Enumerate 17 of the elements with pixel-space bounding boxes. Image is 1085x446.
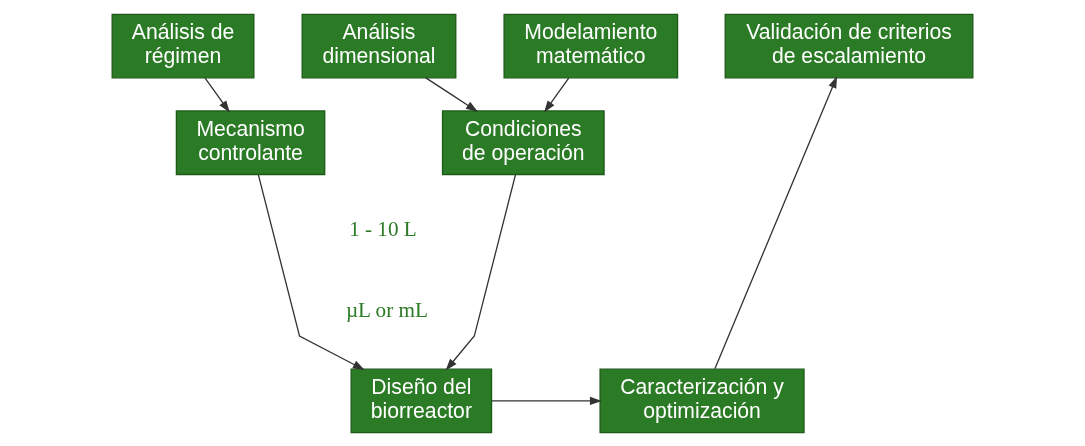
node-box: Diseño del biorreactor: [350, 368, 493, 433]
node-box: Modelamiento matemático: [503, 13, 679, 78]
arrow: [257, 173, 365, 370]
arrow: [491, 396, 602, 405]
arrow: [544, 77, 570, 112]
node-box: Validación de criterios de escalamiento: [724, 13, 974, 78]
node-box: Condiciones de operación: [441, 109, 605, 175]
arrow: [204, 77, 230, 112]
node-box: Mecanismo controlante: [175, 109, 326, 175]
arrow: [714, 75, 837, 369]
label: µL or mL: [345, 297, 428, 322]
arrow: [445, 173, 517, 370]
node-box: Análisis de régimen: [111, 13, 255, 78]
label: 1 - 10 L: [349, 216, 417, 241]
node-box: Caracterización y optimización: [599, 368, 805, 433]
arrow: [425, 76, 478, 112]
node-box: Análisis dimensional: [301, 13, 457, 78]
